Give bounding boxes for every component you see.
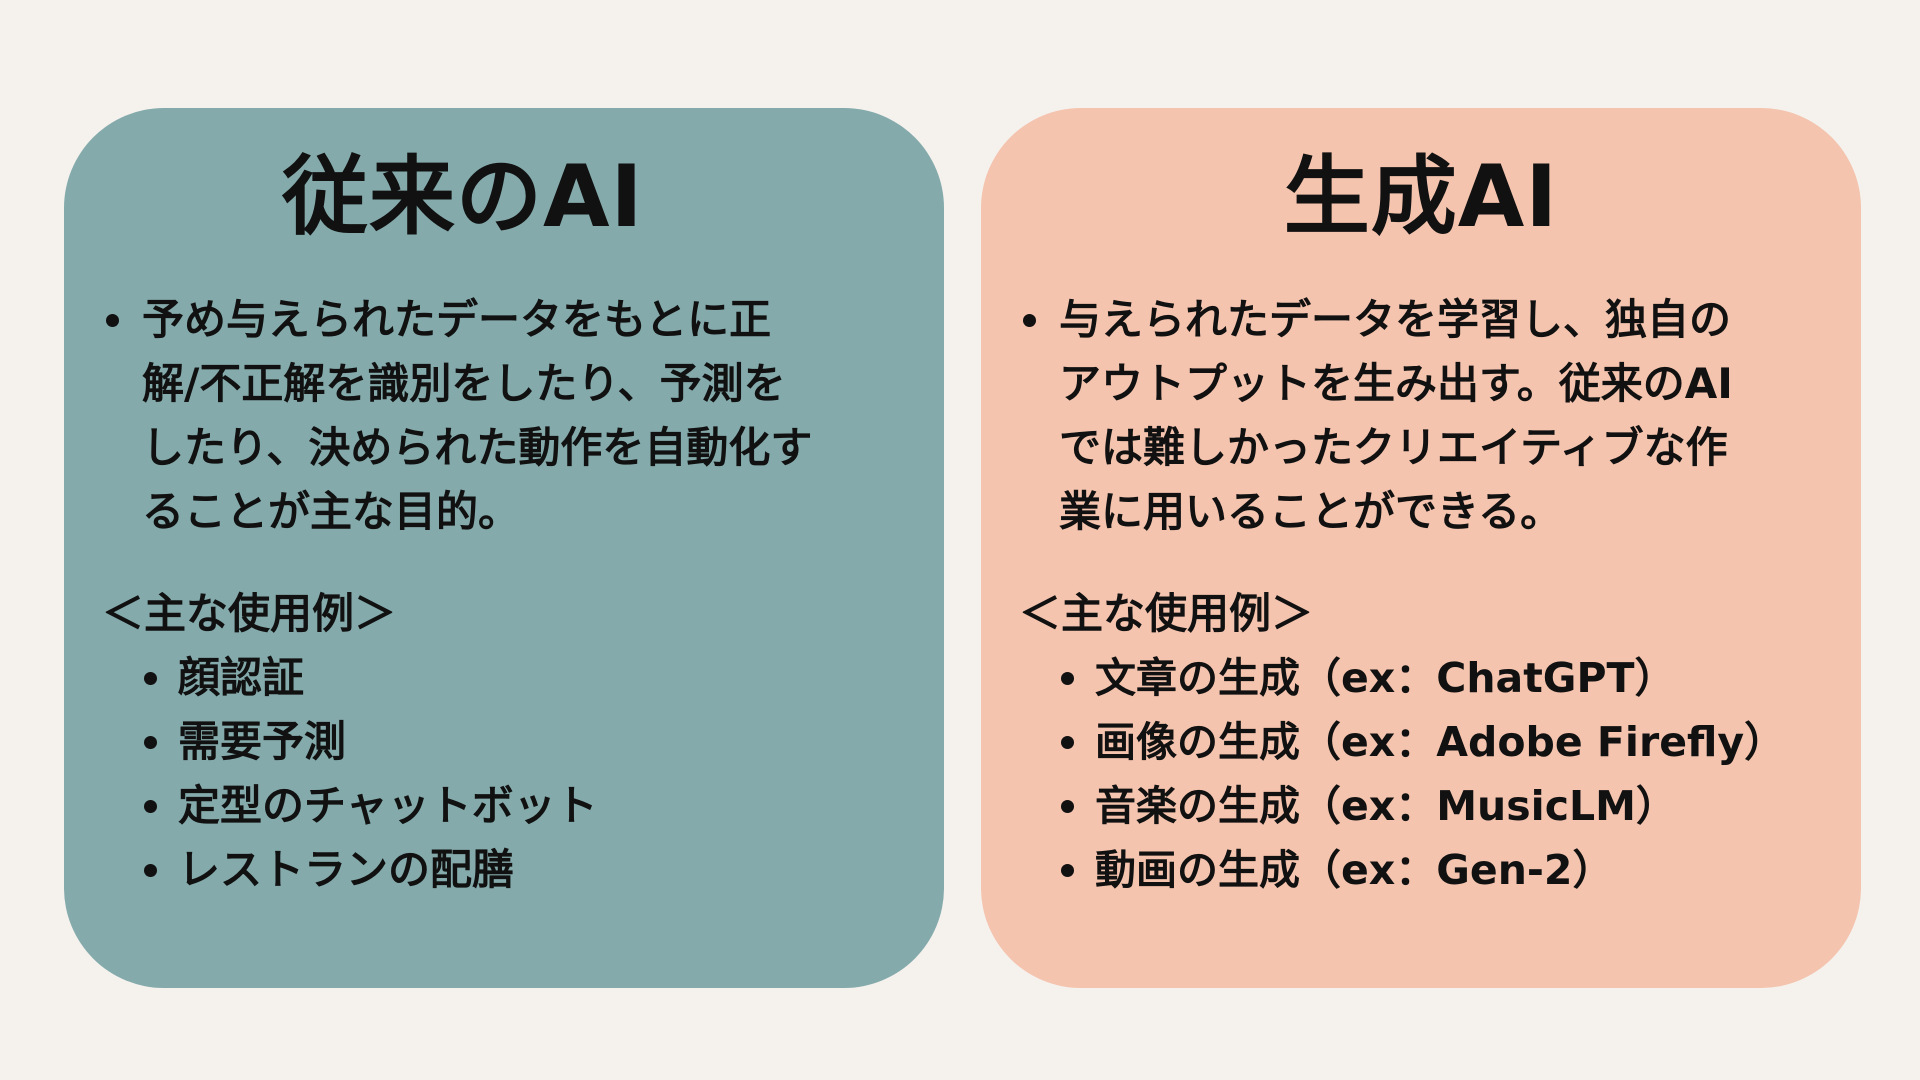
traditional-ai-example-face-recognition: 顔認証 — [140, 646, 598, 710]
generative-ai-card: 生成AI 与えられたデータを学習し、独自の アウトプットを生み出す。従来のAI … — [981, 108, 1861, 988]
generative-ai-examples-heading: ＜主な使用例＞ — [1019, 589, 1314, 638]
generative-ai-title: 生成AI — [1283, 147, 1559, 247]
generative-ai-example-image: 画像の生成（ex：Adobe Firefly） — [1057, 710, 1785, 774]
traditional-ai-card: 従来のAI 予め与えられたデータをもとに正 解/不正解を識別をしたり、予測を し… — [64, 108, 944, 988]
traditional-ai-examples-heading: ＜主な使用例＞ — [102, 589, 397, 638]
generative-ai-example-video: 動画の生成（ex：Gen-2） — [1057, 838, 1785, 902]
generative-ai-description: 与えられたデータを学習し、独自の アウトプットを生み出す。従来のAI では難しか… — [1019, 288, 1819, 544]
traditional-ai-example-demand-forecast: 需要予測 — [140, 710, 598, 774]
generative-ai-description-list: 与えられたデータを学習し、独自の アウトプットを生み出す。従来のAI では難しか… — [1019, 288, 1819, 544]
generative-ai-example-music: 音楽の生成（ex：MusicLM） — [1057, 774, 1785, 838]
traditional-ai-examples-list: 顔認証 需要予測 定型のチャットボット レストランの配膳 — [140, 646, 598, 902]
traditional-ai-description-list: 予め与えられたデータをもとに正 解/不正解を識別をしたり、予測を したり、決めら… — [102, 288, 902, 544]
traditional-ai-title: 従来のAI — [282, 147, 644, 247]
traditional-ai-example-restaurant-serving: レストランの配膳 — [140, 838, 598, 902]
generative-ai-examples-list: 文章の生成（ex：ChatGPT） 画像の生成（ex：Adobe Firefly… — [1057, 646, 1785, 902]
traditional-ai-description: 予め与えられたデータをもとに正 解/不正解を識別をしたり、予測を したり、決めら… — [102, 288, 902, 544]
generative-ai-example-text: 文章の生成（ex：ChatGPT） — [1057, 646, 1785, 710]
traditional-ai-example-chatbot: 定型のチャットボット — [140, 774, 598, 838]
